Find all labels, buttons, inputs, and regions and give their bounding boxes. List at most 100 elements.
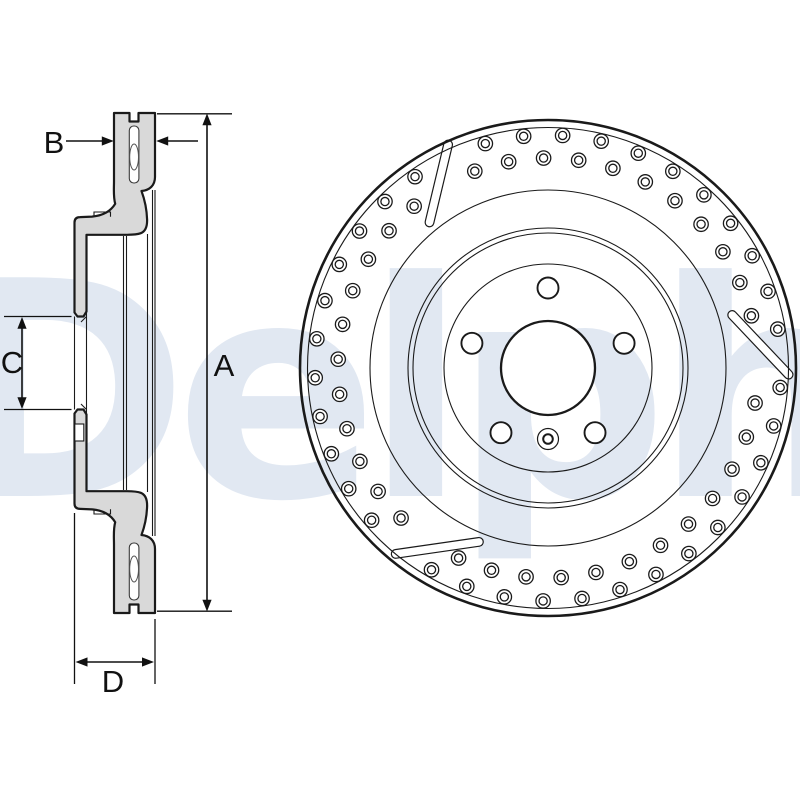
drill-hole [363,512,380,529]
drill-hole-inner [557,130,568,141]
drill-hole-inner [763,286,773,297]
drill-hole [772,379,789,396]
drill-hole [339,420,355,437]
drill-hole-inner [366,515,377,525]
drill-hole-inner [470,166,480,176]
drill-hole-inner [615,584,625,595]
drill-hole-inner [577,593,587,604]
drill-hole-inner [718,247,728,257]
drill-hole-inner [538,153,549,163]
drill-hole [605,160,621,177]
drill-hole-inner [633,148,644,158]
drill-hole [317,292,333,309]
drill-hole [500,153,517,170]
drill-hole-inner [499,592,510,602]
drill-hole [652,537,669,554]
drill-hole [637,174,654,190]
drill-hole [308,330,325,347]
projection-lines [73,190,156,536]
drill-hole-inner [707,493,718,504]
dim-label-a: A [214,348,235,383]
side-view-cross-section [73,111,157,615]
drill-hole [715,243,731,260]
drill-hole-inner [363,254,374,264]
dimension-b: B [44,125,198,160]
drill-hole-inner [396,513,406,523]
drill-hole-inner [410,171,420,182]
drill-hole-inner [326,449,337,459]
drill-hole [693,216,709,233]
drill-hole-inner [518,131,529,142]
drill-hole-inner [696,219,706,229]
bolt-hole-0 [536,276,560,300]
circle-friction-inner-edge [369,189,727,547]
drill-hole [704,490,721,507]
arrowhead-a-top [202,113,212,126]
drill-hole-inner [741,432,752,442]
arrowhead-c-bottom [17,397,27,409]
drill-hole [734,489,750,505]
drill-hole-inner [343,483,354,494]
arrowhead-d-right [142,657,154,667]
drill-hole-inner [727,464,737,474]
drill-hole [724,461,740,478]
drill-hole-inner [735,277,745,288]
drill-hole [351,223,368,239]
drill-hole-inner [384,226,394,236]
drill-hole-inner [355,456,365,467]
drill-hole [381,222,397,239]
drill-hole-inner [409,201,419,211]
circle-outer-edge [298,118,798,618]
drill-hole-inner [684,548,694,559]
drill-hole-inner [538,596,548,606]
drill-hole [344,282,361,299]
drill-hole-inner [334,259,345,270]
drill-hole [731,274,748,291]
drill-hole-inner [337,319,348,330]
drill-hole-inner [655,540,666,551]
drill-hole-inner [480,138,491,149]
drill-hole [681,545,697,562]
drill-hole [496,589,513,605]
drill-hole-inner [713,522,723,533]
drill-hole-inner [354,226,365,236]
slot-2 [391,538,483,558]
circle-outer-inner-line [306,126,790,610]
drill-hole [593,133,610,150]
drill-hole [515,128,532,145]
drill-hole [370,483,386,500]
drill-hole-inner [333,354,343,364]
dim-label-c: C [1,345,23,380]
drill-hole [331,386,348,403]
arrowhead-b-right [156,136,169,146]
drill-hole [423,561,440,578]
drill-hole [535,593,551,609]
bolt-hole-2 [489,421,513,445]
drill-hole-inner [699,190,709,200]
drill-hole [621,553,638,570]
drill-hole-inner [591,567,601,578]
drill-hole-inner [668,166,678,177]
arrowhead-c-top [17,317,27,329]
drill-hole-inner [670,195,680,206]
drill-hole-inner [608,163,618,174]
drill-hole [360,251,377,268]
slot-0 [425,140,452,227]
locating-screw-hole [74,423,85,442]
drill-hole-inner [453,553,464,563]
drill-hole-inner [624,556,635,567]
drill-hole [738,429,755,445]
drill-hole [352,453,368,470]
drill-hole-inner [725,218,736,229]
drill-hole [648,566,664,583]
drill-hole [483,562,500,579]
drill-hole [450,550,467,566]
drill-hole [570,152,587,169]
drill-hole [612,581,628,598]
drill-hole-inner [380,196,390,207]
drill-hole-inner [775,382,785,393]
dimension-annotations: A B C [1,113,235,699]
drill-hole [574,590,590,607]
drill-hole-inner [334,389,345,400]
